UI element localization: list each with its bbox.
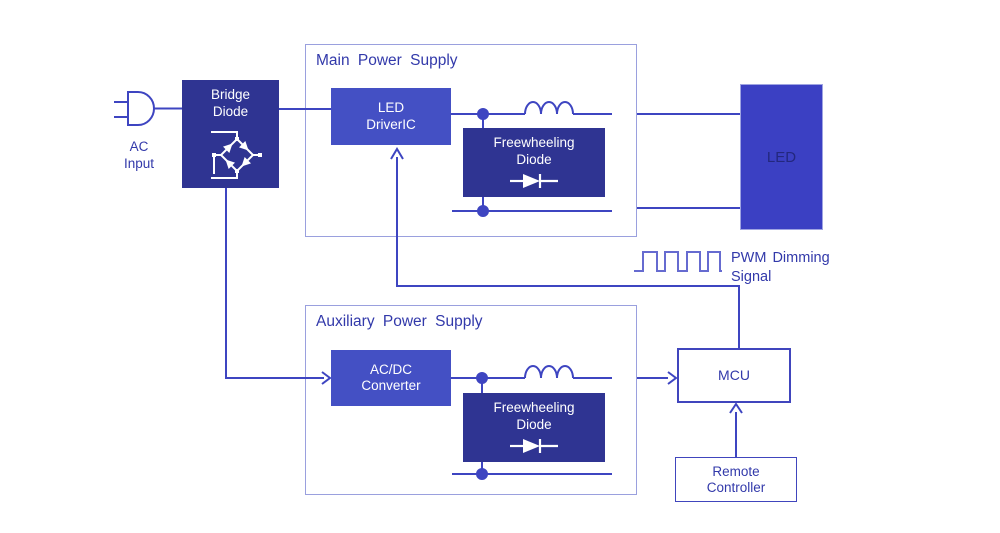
auxiliary-power-supply-box: [305, 305, 637, 495]
freewheeling-diode-block-main: Freewheeling Diode: [463, 128, 605, 197]
bridge-diode-label: Bridge Diode: [210, 87, 251, 119]
arrowhead-into-acdc: [321, 371, 332, 385]
pwm-waveform-icon: [634, 251, 722, 272]
node-dot-aux-top: [476, 372, 488, 384]
arrowhead-into-mcu: [667, 371, 678, 385]
acdc-converter-block: AC/DC Converter: [331, 350, 451, 406]
diode-icon: [510, 439, 558, 453]
pwm-dimming-label: PWM Dimming Signal: [731, 250, 830, 285]
node-dot-main-top: [477, 108, 489, 120]
acdc-converter-label: AC/DC Converter: [361, 361, 421, 394]
node-dot-main-bottom: [477, 205, 489, 217]
inductor-icon-aux: [524, 365, 574, 379]
diode-icon: [510, 174, 558, 188]
ac-plug-icon: [114, 91, 182, 126]
freewheeling-diode-label-main: Freewheeling Diode: [493, 135, 575, 167]
freewheeling-diode-label-aux: Freewheeling Diode: [493, 400, 575, 432]
freewheeling-diode-block-aux: Freewheeling Diode: [463, 393, 605, 462]
node-dot-aux-bottom: [476, 468, 488, 480]
arrowhead-remote-into-mcu: [729, 402, 743, 414]
remote-controller-label: Remote Controller: [706, 463, 766, 495]
mcu-label: MCU: [718, 367, 750, 383]
bridge-diode-block: Bridge Diode: [182, 80, 279, 188]
auxiliary-power-supply-title: Auxiliary Power Supply: [316, 313, 483, 330]
wire-bridge-to-acdc: [225, 188, 324, 379]
ac-input-label: AC Input: [123, 139, 155, 171]
mcu-block: MCU: [677, 348, 791, 403]
arrowhead-into-driver: [390, 147, 404, 160]
remote-controller-block: Remote Controller: [675, 457, 797, 502]
led-label: LED: [766, 148, 797, 166]
inductor-icon-main: [524, 101, 574, 115]
main-power-supply-box: [305, 44, 637, 237]
bridge-rectifier-icon: [211, 131, 262, 179]
wire-mcu-to-driver: [396, 157, 740, 348]
led-block: LED: [740, 84, 823, 230]
led-driver-ic-label: LED DriverIC: [366, 100, 416, 132]
main-power-supply-title: Main Power Supply: [316, 52, 458, 69]
led-driver-ic-block: LED DriverIC: [331, 88, 451, 145]
